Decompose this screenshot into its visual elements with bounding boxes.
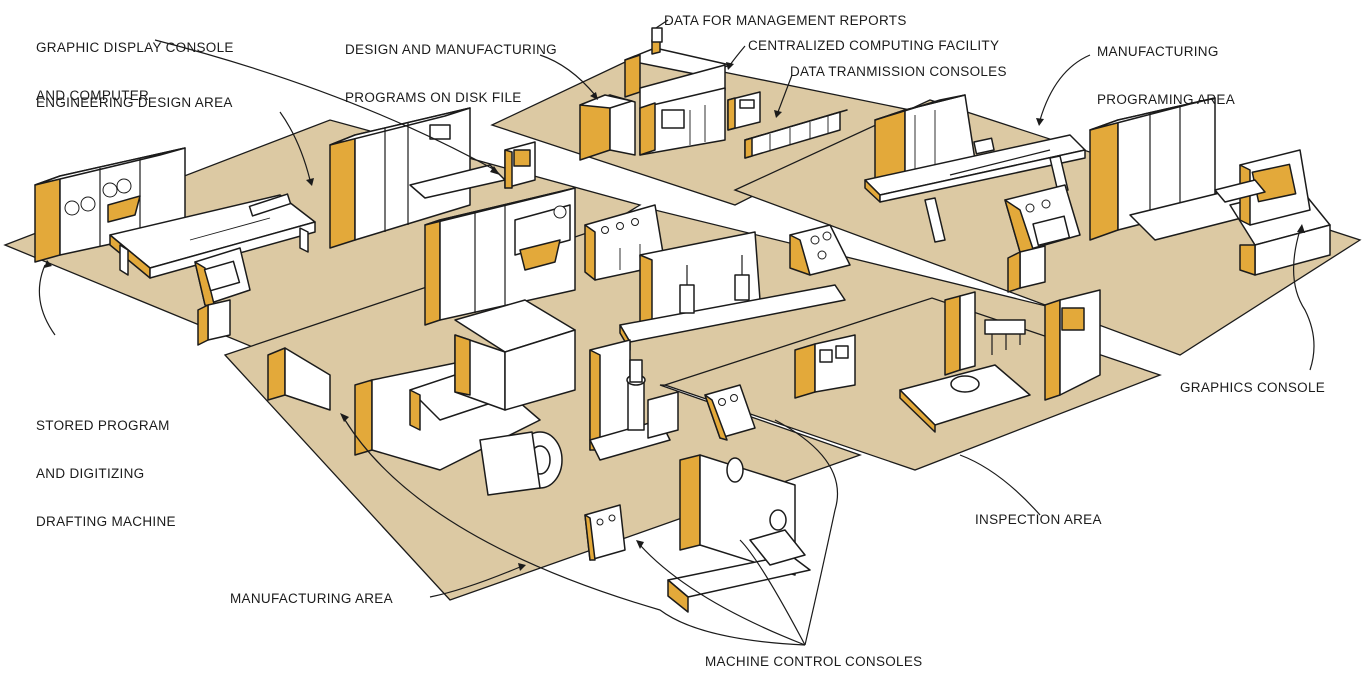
inspection-measuring-machine bbox=[899, 291, 1031, 433]
central-console-unit bbox=[424, 187, 666, 326]
label-data-transmission: DATA TRANMISSION CONSOLES bbox=[790, 64, 1007, 79]
mfg-vertical-mill bbox=[589, 339, 679, 461]
label-manufacturing-programing: MANUFACTURING PROGRAMING AREA bbox=[1097, 12, 1235, 124]
label-line: PROGRAMS ON DISK FILE bbox=[345, 90, 522, 105]
mfg-small-control-box bbox=[584, 504, 626, 561]
programing-control-console bbox=[1004, 184, 1081, 293]
inspection-control-panel bbox=[794, 334, 856, 399]
mfg-control-console-left bbox=[267, 347, 331, 411]
label-line: DESIGN AND MANUFACTURING bbox=[345, 42, 557, 57]
label-line: AND DIGITIZING bbox=[36, 466, 145, 481]
label-line: PROGRAMING AREA bbox=[1097, 92, 1236, 107]
label-inspection-area: INSPECTION AREA bbox=[975, 512, 1102, 527]
label-management-reports: DATA FOR MANAGEMENT REPORTS bbox=[664, 13, 907, 28]
mfg-machine-control-panel-1 bbox=[789, 224, 851, 276]
mfg-drilling-machine bbox=[619, 231, 846, 351]
inspection-graphics-console bbox=[1044, 289, 1101, 401]
label-manufacturing-area: MANUFACTURING AREA bbox=[230, 591, 393, 606]
label-line: MANUFACTURING bbox=[1097, 44, 1219, 59]
label-line: GRAPHIC DISPLAY CONSOLE bbox=[36, 40, 234, 55]
label-line: AND COMPUTER bbox=[36, 88, 150, 103]
data-transmission-consoles bbox=[744, 109, 848, 159]
mfg-lathe bbox=[354, 299, 576, 496]
drafting-control-console bbox=[194, 247, 251, 346]
programing-drafting-table bbox=[864, 94, 1086, 243]
mfg-horizontal-boring bbox=[667, 454, 811, 613]
label-design-manufacturing-programs: DESIGN AND MANUFACTURING PROGRAMS ON DIS… bbox=[345, 10, 557, 122]
label-machine-control-consoles: MACHINE CONTROL CONSOLES bbox=[705, 654, 923, 669]
central-computer-cabinets bbox=[579, 27, 761, 161]
label-stored-program: STORED PROGRAM AND DIGITIZING DRAFTING M… bbox=[36, 386, 176, 546]
inspection-area-floor bbox=[662, 297, 1162, 471]
label-graphic-display-console: GRAPHIC DISPLAY CONSOLE AND COMPUTER bbox=[36, 8, 234, 120]
graphic-display-cabinet bbox=[329, 107, 536, 249]
leader-lines bbox=[38, 19, 1315, 646]
label-graphics-console: GRAPHICS CONSOLE bbox=[1180, 380, 1326, 395]
mfg-machine-control-console bbox=[704, 384, 756, 441]
label-centralized-computing: CENTRALIZED COMPUTING FACILITY bbox=[748, 38, 1000, 53]
programing-graphics-cabinet bbox=[1089, 97, 1331, 276]
label-line: DRAFTING MACHINE bbox=[36, 514, 176, 529]
label-engineering-design: ENGINEERING DESIGN AREA bbox=[36, 95, 233, 110]
label-line: STORED PROGRAM bbox=[36, 418, 170, 433]
